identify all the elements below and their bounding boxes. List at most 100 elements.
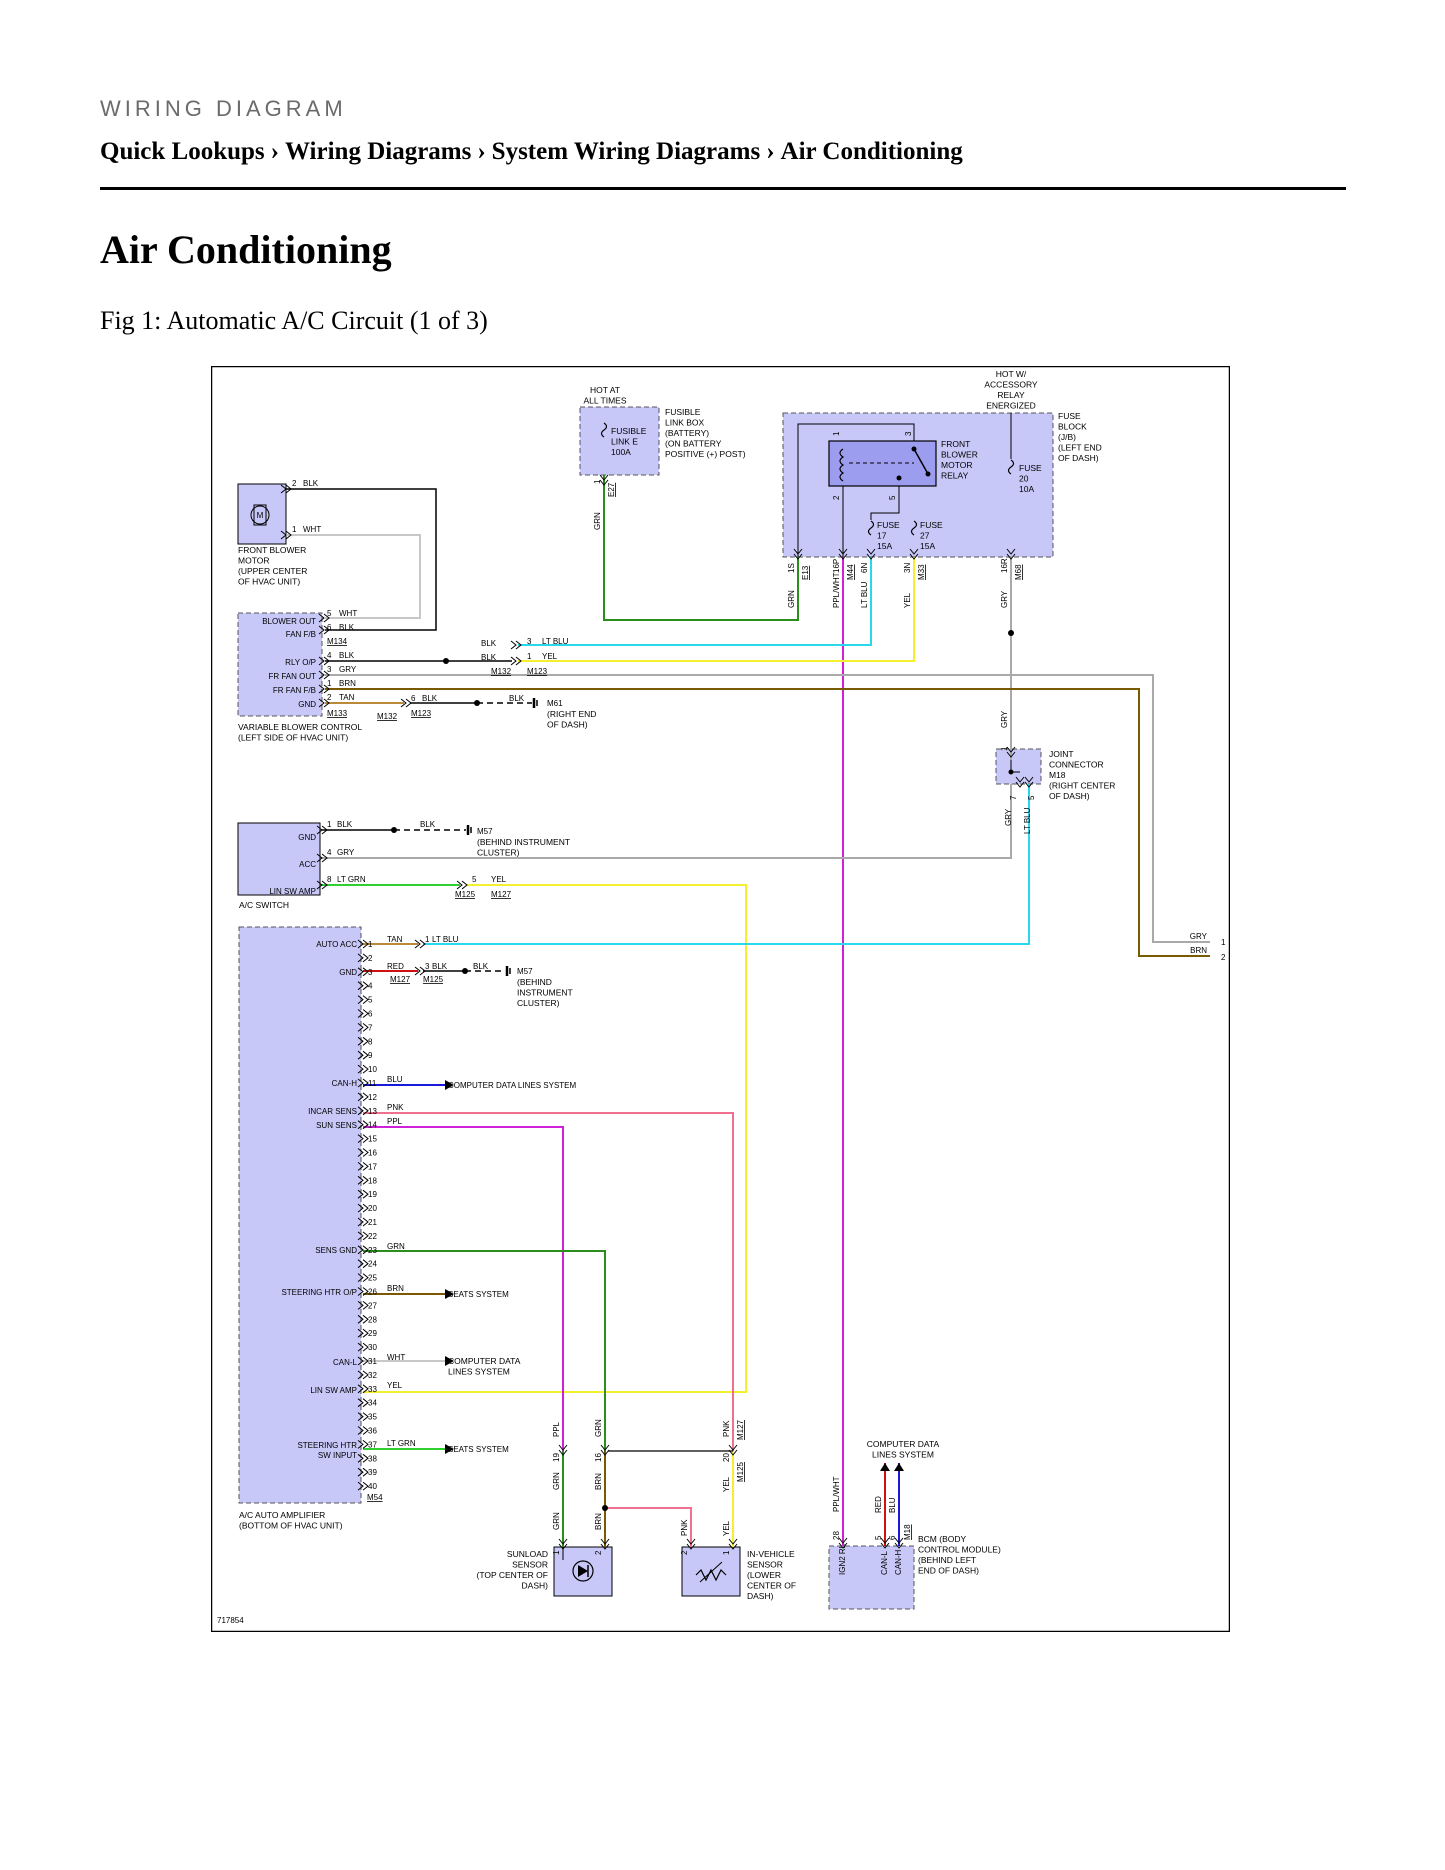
connector-symbol — [362, 1078, 369, 1088]
fuse-block-label: (J/B) — [1058, 432, 1076, 442]
wire-color-label: GRY — [1190, 932, 1208, 941]
ground-label: M57 — [477, 827, 493, 836]
reference-label: COMPUTER DATA LINES SYSTEM — [448, 1081, 577, 1090]
hot-w-accessory-label: ACCESSORY — [984, 380, 1038, 390]
invehicle-sensor-label: CENTER OF — [747, 1581, 796, 1591]
connector-symbol — [362, 1314, 369, 1324]
pin-label: 19 — [368, 1190, 377, 1199]
front-blower-relay-label: BLOWER — [941, 450, 978, 460]
connector-symbol — [1006, 548, 1016, 555]
connector-symbol — [357, 1036, 364, 1046]
connector-symbol — [1006, 553, 1016, 560]
motor-label: M — [257, 511, 264, 520]
pin-label: 39 — [368, 1468, 377, 1477]
connector-symbol — [362, 1259, 369, 1269]
connector-symbol — [880, 1542, 890, 1549]
ground-label: M57 — [517, 967, 533, 976]
connector-symbol — [318, 670, 325, 680]
invehicle-sensor-label: SENSOR — [747, 1560, 783, 1570]
wire-color-label: PNK — [722, 1420, 731, 1437]
hot-w-accessory-label: HOT W/ — [996, 369, 1027, 379]
wire-color-label: GRN — [387, 1242, 405, 1251]
wire-color-label: PPL/WHT — [832, 572, 841, 608]
connector-symbol — [728, 1449, 738, 1456]
breadcrumb-item-wiring-diagrams[interactable]: Wiring Diagrams — [285, 138, 472, 165]
wire-color-label: GRN — [552, 1512, 561, 1530]
pin-label: 9 — [368, 1051, 373, 1060]
connector-symbol — [362, 1092, 369, 1102]
breadcrumb-item-air-conditioning[interactable]: Air Conditioning — [780, 138, 963, 165]
connector-symbol — [357, 1078, 364, 1088]
pin-label: 33 — [368, 1385, 377, 1394]
connector-symbol — [515, 656, 522, 666]
connector-label: M134 — [327, 637, 348, 646]
arrow-can-l — [880, 1463, 890, 1471]
connector-symbol — [728, 1444, 738, 1451]
connector-symbol — [362, 1426, 369, 1435]
fuse-20-label: 10A — [1019, 484, 1034, 494]
connector-symbol — [405, 698, 412, 708]
pin-label: 18 — [368, 1176, 377, 1185]
connector-symbol — [793, 553, 803, 560]
connector-symbol — [357, 967, 364, 977]
wire-color-label: BRN — [594, 1473, 603, 1490]
fuse-block-label: FUSE — [1058, 411, 1081, 421]
connector-symbol — [357, 1120, 364, 1130]
connector-symbol — [318, 698, 325, 708]
wire-color-label: GRY — [1000, 590, 1009, 608]
hot-at-all-times-label: ALL TIMES — [584, 396, 627, 406]
wire-color-label: LT GRN — [337, 875, 366, 884]
connector-symbol — [510, 656, 517, 666]
connector-symbol — [316, 825, 323, 835]
connector-symbol — [515, 640, 522, 650]
pin-label: 2 — [594, 1550, 603, 1555]
wires — [286, 475, 1210, 1547]
reference-label: COMPUTER DATA — [448, 1356, 521, 1366]
motor-symbol — [250, 505, 270, 525]
connector-label: M123 — [411, 709, 432, 718]
pin-label: 2 — [1221, 953, 1226, 962]
wire-color-label: BLU — [387, 1075, 403, 1084]
joint-connector-label: CONNECTOR — [1049, 760, 1104, 770]
connector-symbol — [357, 1106, 364, 1116]
thermistor-symbol — [699, 1561, 723, 1583]
terminal-label: GND — [298, 833, 316, 842]
wire-yel-lin — [363, 884, 747, 1393]
connector-symbol — [357, 1203, 364, 1213]
symbols — [250, 413, 1034, 1583]
connector-symbol — [362, 1231, 369, 1241]
splice-dot — [925, 471, 931, 477]
reference-label: COMPUTER DATA — [867, 1439, 940, 1449]
pin-label: 28 — [832, 1531, 841, 1540]
connector-symbol — [357, 1412, 364, 1421]
sunload-sensor-label: DASH) — [522, 1581, 549, 1591]
wire-color-label: RED — [387, 962, 404, 971]
photodiode-symbol — [578, 1565, 588, 1577]
wire-color-label: WHT — [387, 1353, 405, 1362]
relay-to-fuses — [870, 486, 900, 520]
wire-color-label: BLK — [422, 694, 438, 703]
connector-symbol — [362, 1175, 369, 1185]
arrow-seats-2 — [445, 1444, 454, 1454]
pin-label: 5 — [368, 996, 373, 1005]
pin-label: 16R — [1000, 558, 1009, 573]
connector-symbol — [357, 1134, 364, 1143]
connector-symbol — [362, 1120, 369, 1130]
connector-symbol — [362, 1384, 369, 1394]
connector-symbol — [600, 1538, 610, 1545]
connector-symbol — [600, 1444, 610, 1451]
invehicle-sensor-label: IN-VEHICLE — [747, 1549, 795, 1559]
breadcrumb-item-quick-lookups[interactable]: Quick Lookups — [100, 138, 265, 165]
pin-label: 16P — [832, 559, 841, 573]
connector-symbol — [793, 548, 803, 555]
ground-location-label: CLUSTER) — [477, 848, 520, 858]
connector-symbol — [600, 1543, 610, 1550]
connector-symbol — [362, 981, 369, 991]
connector-symbol — [599, 474, 609, 481]
connector-symbol — [357, 1231, 364, 1241]
breadcrumb-item-system-wiring-diagrams[interactable]: System Wiring Diagrams — [491, 138, 761, 165]
pin-label: 2 — [368, 954, 373, 963]
joint-connector-label: (RIGHT CENTER — [1049, 781, 1115, 791]
connector-label: E27 — [607, 482, 616, 497]
connector-symbol — [357, 1148, 364, 1157]
